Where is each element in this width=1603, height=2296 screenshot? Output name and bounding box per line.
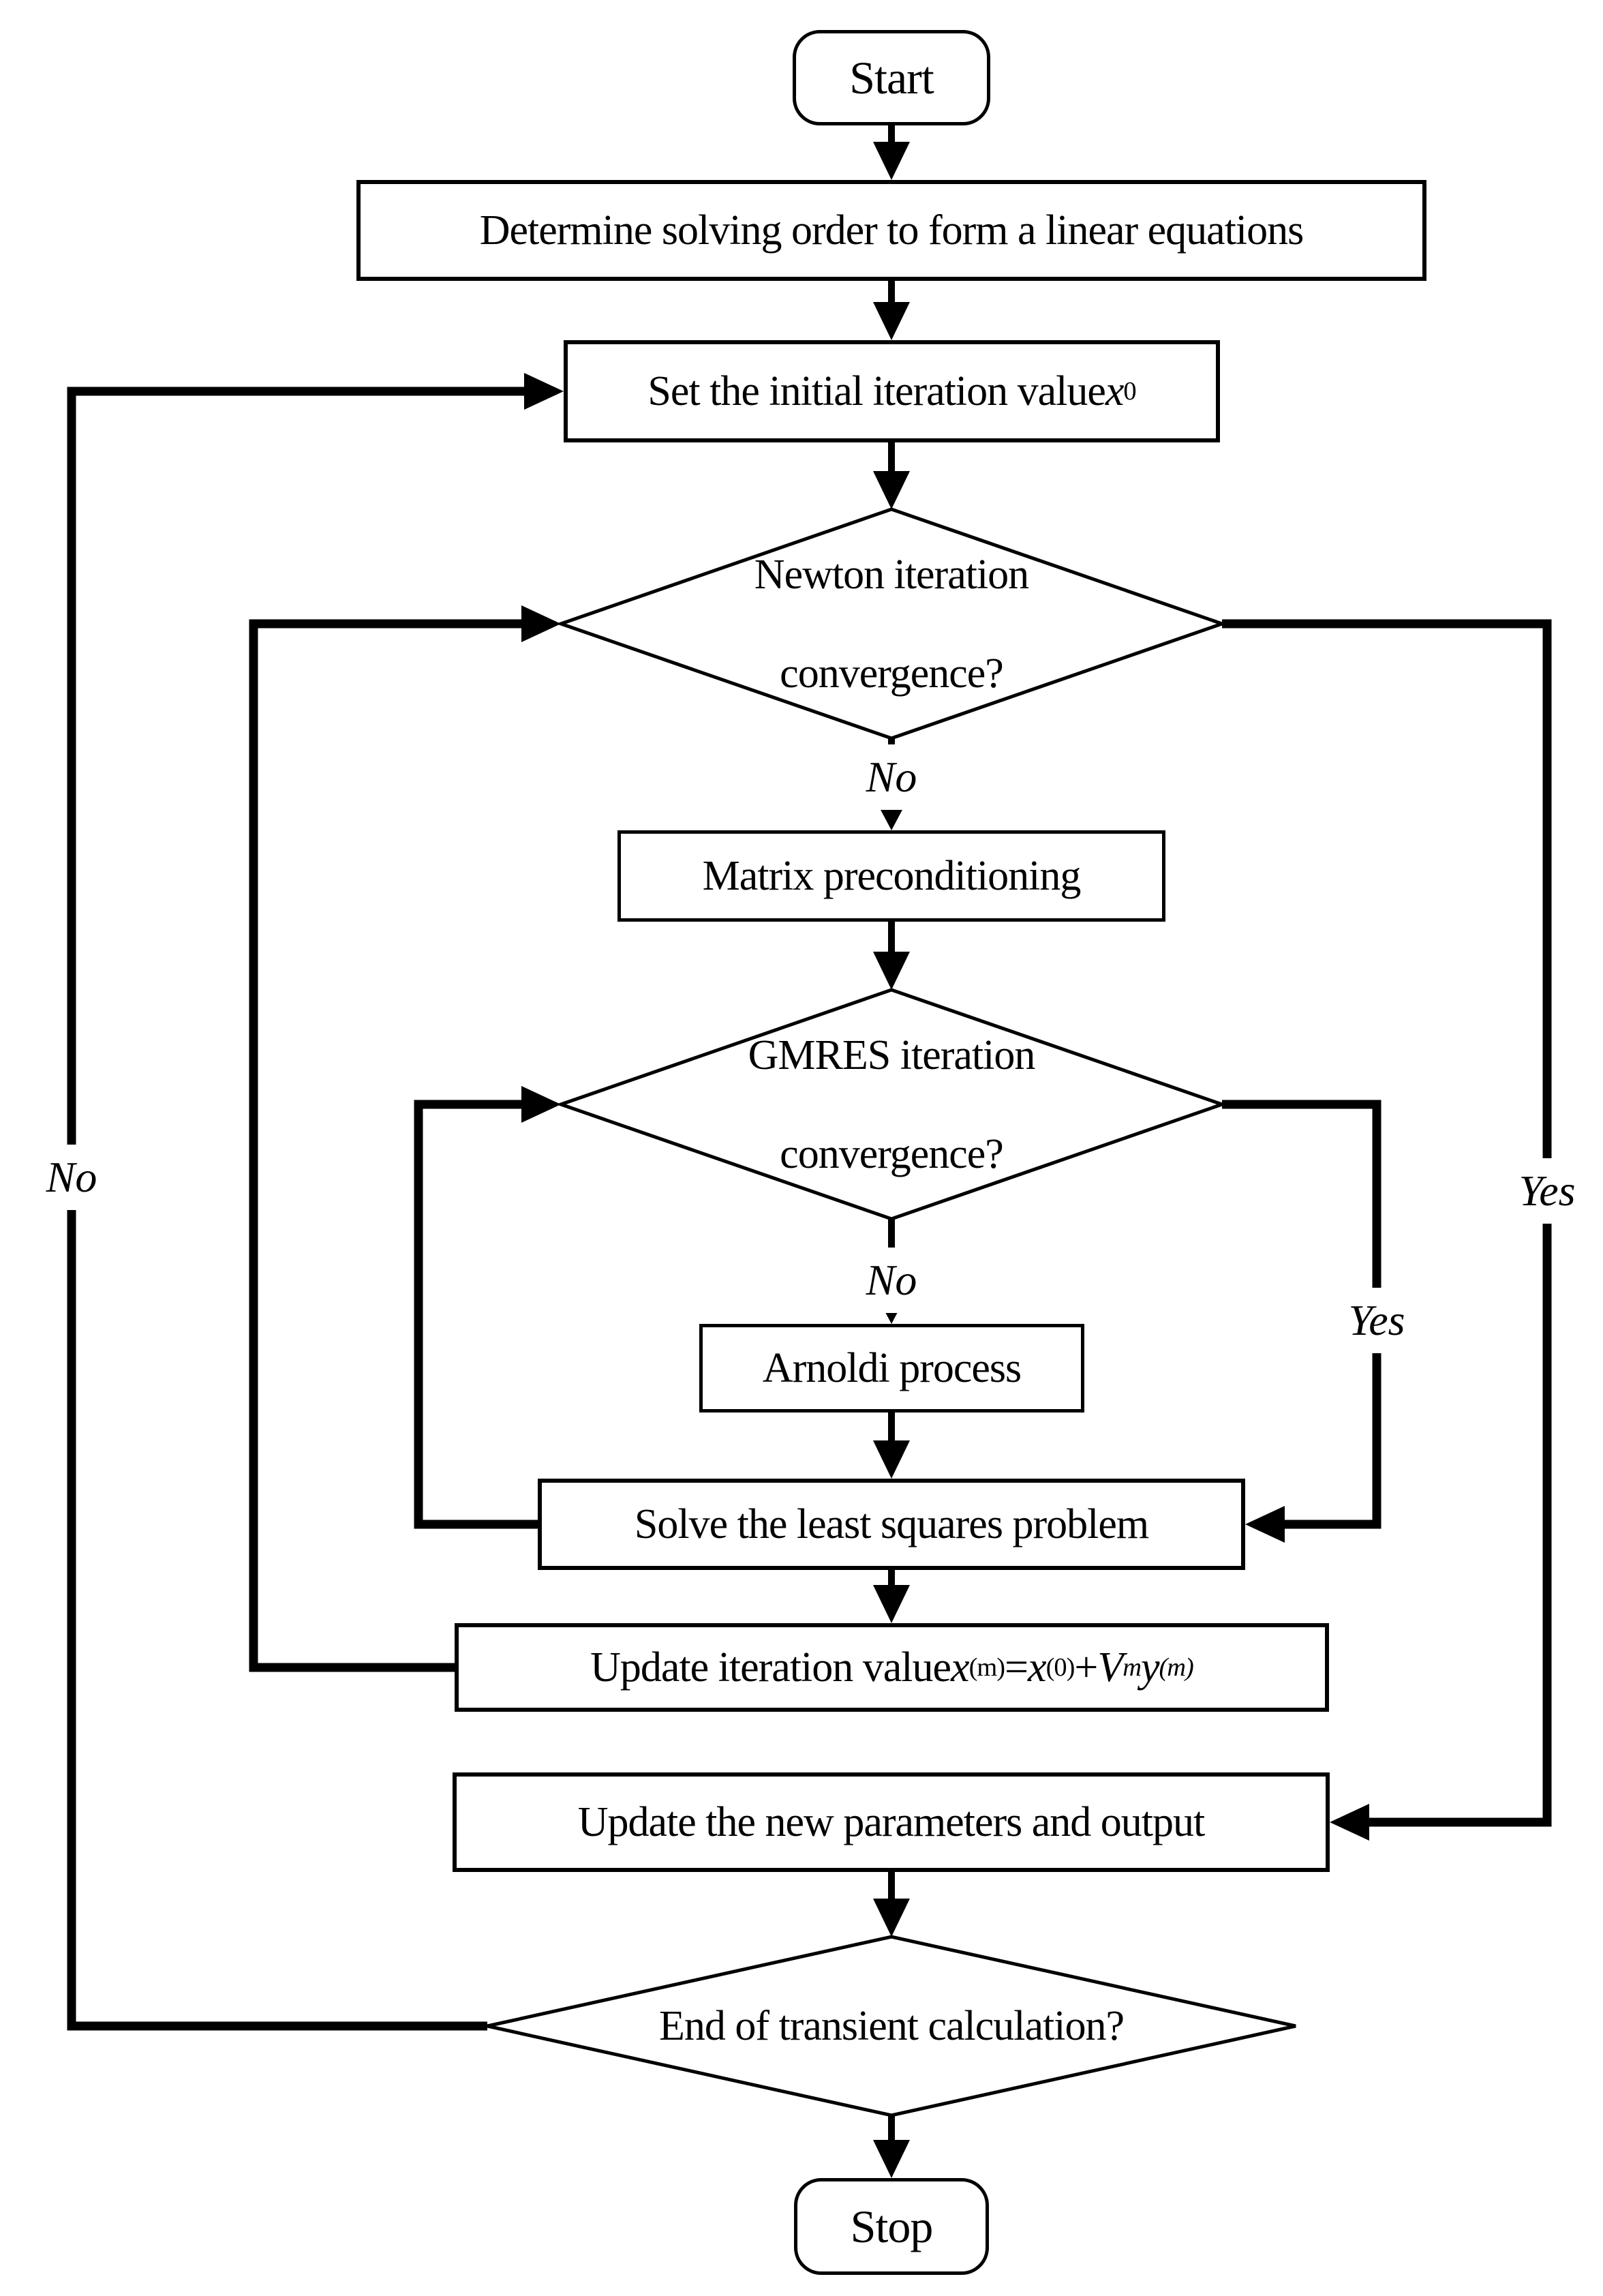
arrowhead-into-set-initial: [873, 302, 910, 340]
solve-least-squares-node: Solve the least squares problem: [538, 1479, 1245, 1570]
main-flow-arrowheads: [873, 142, 910, 2178]
arrowhead-into-update-params-right: [1330, 1804, 1369, 1841]
arrowhead-into-update-iter: [873, 1585, 910, 1623]
newton-decision-line1: Newton iteration: [754, 552, 1029, 598]
arrowhead-into-solve-right: [1245, 1506, 1285, 1543]
update-iter-loop-line: [249, 619, 521, 1672]
arrowhead-into-stop: [873, 2140, 910, 2178]
arrowhead-into-set-initial-left: [524, 373, 564, 410]
arrowhead-into-determine: [873, 142, 910, 180]
arrowhead-into-matrix: [880, 809, 903, 830]
branch-arrowheads: [521, 373, 1369, 1841]
gmres-decision-line2: convergence?: [780, 1130, 1004, 1177]
end-decision-diamond: [487, 1935, 1296, 2117]
gmres-decision-line1: GMRES iteration: [748, 1032, 1036, 1078]
outer-no-label: No: [24, 1145, 119, 1210]
arrowhead-into-newton: [873, 471, 910, 509]
arnoldi-process-node: Arnoldi process: [699, 1324, 1084, 1413]
gmres-decision-label: GMRES iteration convergence?: [653, 1031, 1130, 1179]
matrix-preconditioning-node: Matrix preconditioning: [617, 830, 1165, 922]
gmres-yes-label: Yes: [1315, 1288, 1438, 1353]
update-parameters-node: Update the new parameters and output: [453, 1772, 1330, 1872]
end-decision-label: End of transient calculation?: [658, 2002, 1125, 2049]
determine-order-node: Determine solving order to form a linear…: [356, 180, 1426, 281]
arrowhead-into-gmres: [873, 952, 910, 990]
gmres-no-label: No: [844, 1248, 939, 1313]
start-node: Start: [793, 30, 990, 125]
arrowhead-into-newton-left: [521, 605, 561, 642]
newton-yes-label: Yes: [1486, 1158, 1603, 1224]
arrowhead-into-gmres-left: [521, 1086, 561, 1123]
arrowhead-into-solve: [873, 1440, 910, 1479]
gmres-no-loop-line: [414, 1100, 538, 1529]
newton-no-label: No: [844, 744, 939, 810]
newton-decision-line2: convergence?: [780, 650, 1004, 697]
arrowhead-into-end: [873, 1899, 910, 1937]
newton-decision-label: Newton iteration convergence?: [653, 551, 1130, 698]
stop-node: Stop: [794, 2178, 989, 2275]
